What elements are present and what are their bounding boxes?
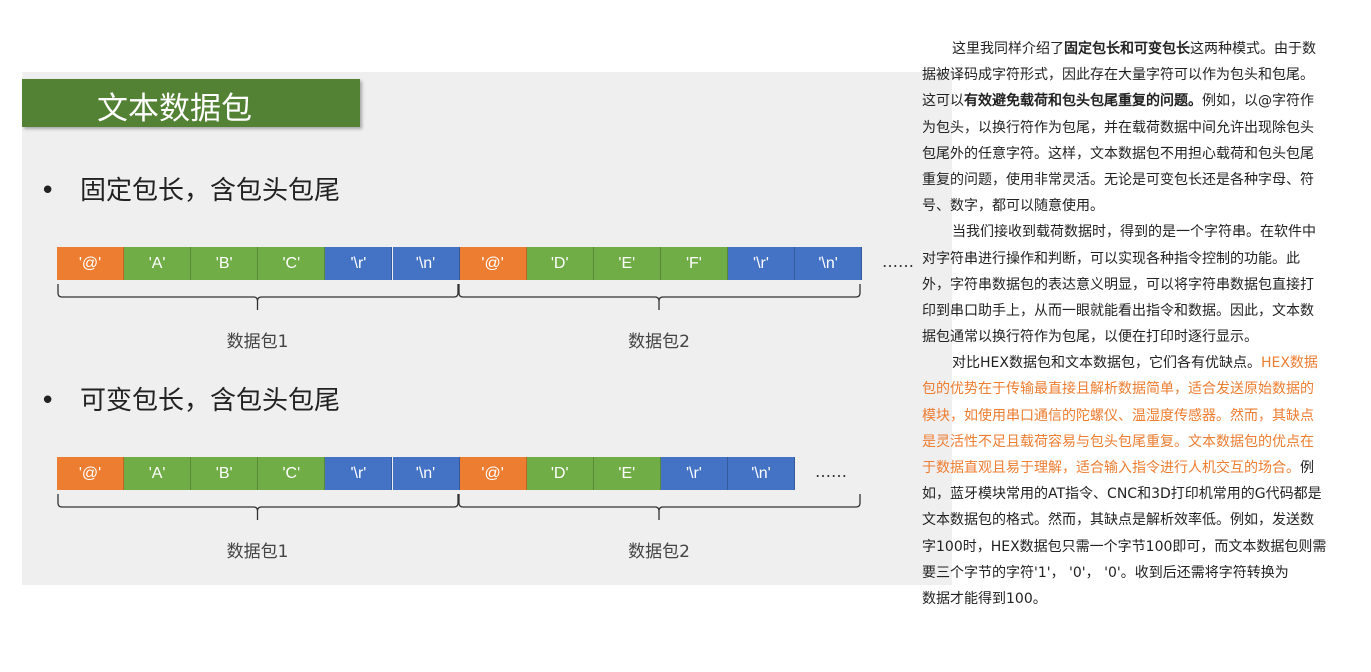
bracket <box>57 284 459 310</box>
text-span: 外，字符串数据包的表达意义明显，可以将字符串数据包直接打 <box>922 276 1314 293</box>
ellipsis: …… <box>882 252 914 271</box>
text-span: 号、数字，都可以随意使用。 <box>922 198 1104 215</box>
article-line: 为包头，以换行符作为包尾，并在载荷数据中间允许出现除包头 <box>922 115 1362 141</box>
text-span: 要三个字节的字符'1'， '0'， '0'。收到后还需将字符转换为 <box>922 564 1289 581</box>
article-line: 印到串口助手上，从而一眼就能看出指令和数据。因此，文本数 <box>922 298 1362 324</box>
packet-byte-cell: 'C' <box>258 457 326 490</box>
text-span: 如，蓝牙模块常用的AT指令、CNC和3D打印机常用的G代码都是 <box>922 486 1322 503</box>
bullet-text: 固定包长，含包头包尾 <box>80 176 341 206</box>
article-line: 外，字符串数据包的表达意义明显，可以将字符串数据包直接打 <box>922 272 1362 298</box>
article-line: 包的优势在于传输最直接且解析数据简单，适合发送原始数据的 <box>922 376 1362 402</box>
packet-label: 数据包1 <box>226 332 289 352</box>
article-line: 数据才能得到100。 <box>922 586 1362 612</box>
packet-byte-cell: 'D' <box>526 247 594 280</box>
article-line: 如，蓝牙模块常用的AT指令、CNC和3D打印机常用的G代码都是 <box>922 481 1362 507</box>
packet-byte-cell: 'E' <box>593 247 661 280</box>
packet-byte-cell: 'C' <box>258 247 326 280</box>
ellipsis: …… <box>815 462 847 481</box>
bullet-text: 可变包长，含包头包尾 <box>80 386 341 416</box>
text-span: 对比HEX数据包和文本数据包，它们各有优缺点。 <box>952 355 1261 372</box>
packet-byte-cell: 'B' <box>191 247 259 280</box>
packet-byte-cell: '\n' <box>795 247 863 280</box>
slide-title-bar: 文本数据包 <box>22 79 360 127</box>
text-span: 有效避免载荷和包头包尾重复的问题。 <box>964 93 1202 110</box>
bracket <box>458 494 861 520</box>
packet-byte-cell: '\n' <box>392 457 460 490</box>
bracket <box>57 494 459 520</box>
text-span: 字100时，HEX数据包只需一个字节100即可，而文本数据包则需 <box>922 538 1327 555</box>
packet-byte-cell: 'A' <box>124 457 192 490</box>
packet-byte-cell: 'E' <box>593 457 661 490</box>
text-span: 例 <box>1300 460 1314 476</box>
packet-byte-cell: '\n' <box>728 457 795 490</box>
text-span: 例如，以@字符作 <box>1202 93 1314 110</box>
bullet-heading: • 可变包长，含包头包尾 <box>40 380 340 417</box>
slide-title: 文本数据包 <box>97 91 252 127</box>
packet-byte-cell: '@' <box>459 457 527 490</box>
text-span: HEX数据 <box>1260 355 1318 372</box>
bullet-dot: • <box>40 386 56 416</box>
text-span: 于数据直观且易于理解，适合输入指令进行人机交互的场合。 <box>922 460 1300 476</box>
packet-label: 数据包2 <box>628 542 690 562</box>
text-span: 包尾外的任意字符。这样，文本数据包不用担心载荷和包头包尾 <box>922 145 1314 162</box>
article-line: 当我们接收到载荷数据时，得到的是一个字符串。在软件中 <box>922 219 1362 245</box>
article-line: 于数据直观且易于理解，适合输入指令进行人机交互的场合。例 <box>922 455 1362 481</box>
packet-byte-cell: 'D' <box>526 457 594 490</box>
packet-byte-cell: '@' <box>57 247 124 280</box>
packet-byte-cell: '@' <box>57 457 124 490</box>
text-span: 对字符串进行操作和判断，可以实现各种指令控制的功能。此 <box>922 250 1300 267</box>
text-span: 当我们接收到载荷数据时，得到的是一个字符串。在软件中 <box>952 224 1316 241</box>
packet-byte-cell: '@' <box>459 247 527 280</box>
bullet-dot: • <box>40 176 56 206</box>
bracket <box>458 284 861 310</box>
article-line: 重复的问题，使用非常灵活。无论是可变包长还是各种字母、符 <box>922 167 1362 193</box>
text-span: 文本数据包的格式。然而，其缺点是解析效率低。例如，发送数 <box>922 512 1314 529</box>
packet-byte-cell: 'B' <box>191 457 259 490</box>
packet-byte-cell: 'A' <box>124 247 192 280</box>
packet-byte-cell: '\r' <box>325 457 393 490</box>
article-line: 对字符串进行操作和判断，可以实现各种指令控制的功能。此 <box>922 246 1362 272</box>
text-span: 是灵活性不足且载荷容易与包头包尾重复。文本数据包的优点在 <box>922 433 1314 450</box>
text-span: 重复的问题，使用非常灵活。无论是可变包长还是各种字母、符 <box>922 171 1314 188</box>
article-line: 是灵活性不足且载荷容易与包头包尾重复。文本数据包的优点在 <box>922 429 1362 455</box>
text-span: 印到串口助手上，从而一眼就能看出指令和数据。因此，文本数 <box>922 302 1314 319</box>
packet-byte-cell: '\r' <box>660 457 728 490</box>
article-line: 包尾外的任意字符。这样，文本数据包不用担心载荷和包头包尾 <box>922 141 1362 167</box>
packet-byte-cell: 'F' <box>660 247 728 280</box>
text-span: 这里我同样介绍了 <box>952 41 1064 57</box>
packet-byte-cell: '\r' <box>325 247 393 280</box>
packet-label: 数据包2 <box>628 332 690 352</box>
text-span: 数据才能得到100。 <box>922 590 1047 607</box>
article-line: 据包通常以换行符作为包尾，以便在打印时逐行显示。 <box>922 324 1362 350</box>
text-span: 包的优势在于传输最直接且解析数据简单，适合发送原始数据的 <box>922 381 1314 398</box>
bullet-heading: • 固定包长，含包头包尾 <box>40 170 340 207</box>
packet-byte-cell: '\n' <box>392 247 460 280</box>
article-line: 号、数字，都可以随意使用。 <box>922 193 1362 219</box>
article-line: 要三个字节的字符'1'， '0'， '0'。收到后还需将字符转换为 <box>922 560 1362 586</box>
text-span: 这可以 <box>922 93 964 110</box>
text-span: 固定包长和可变包长 <box>1064 41 1190 57</box>
article-line: 模块，如使用串口通信的陀螺仪、温湿度传感器。然而，其缺点 <box>922 403 1362 429</box>
article-line: 这里我同样介绍了固定包长和可变包长这两种模式。由于数 <box>922 36 1362 62</box>
packet-label: 数据包1 <box>226 542 289 562</box>
text-span: 据包通常以换行符作为包尾，以便在打印时逐行显示。 <box>922 329 1258 346</box>
article-line: 这可以有效避免载荷和包头包尾重复的问题。例如，以@字符作 <box>922 88 1362 114</box>
article-line: 对比HEX数据包和文本数据包，它们各有优缺点。HEX数据 <box>922 350 1362 376</box>
article-line: 据被译码成字符形式，因此存在大量字符可以作为包头和包尾。 <box>922 62 1362 88</box>
text-span: 为包头，以换行符作为包尾，并在载荷数据中间允许出现除包头 <box>922 119 1314 136</box>
slide-background <box>22 72 952 585</box>
packet-byte-cell: '\r' <box>728 247 795 280</box>
article-line: 字100时，HEX数据包只需一个字节100即可，而文本数据包则需 <box>922 534 1362 560</box>
text-span: 据被译码成字符形式，因此存在大量字符可以作为包头和包尾。 <box>922 67 1314 84</box>
text-span: 这两种模式。由于数 <box>1190 41 1316 57</box>
text-span: 模块，如使用串口通信的陀螺仪、温湿度传感器。然而，其缺点 <box>922 407 1314 424</box>
article-line: 文本数据包的格式。然而，其缺点是解析效率低。例如，发送数 <box>922 507 1362 533</box>
article-text: 这里我同样介绍了固定包长和可变包长这两种模式。由于数据被译码成字符形式，因此存在… <box>922 36 1362 612</box>
